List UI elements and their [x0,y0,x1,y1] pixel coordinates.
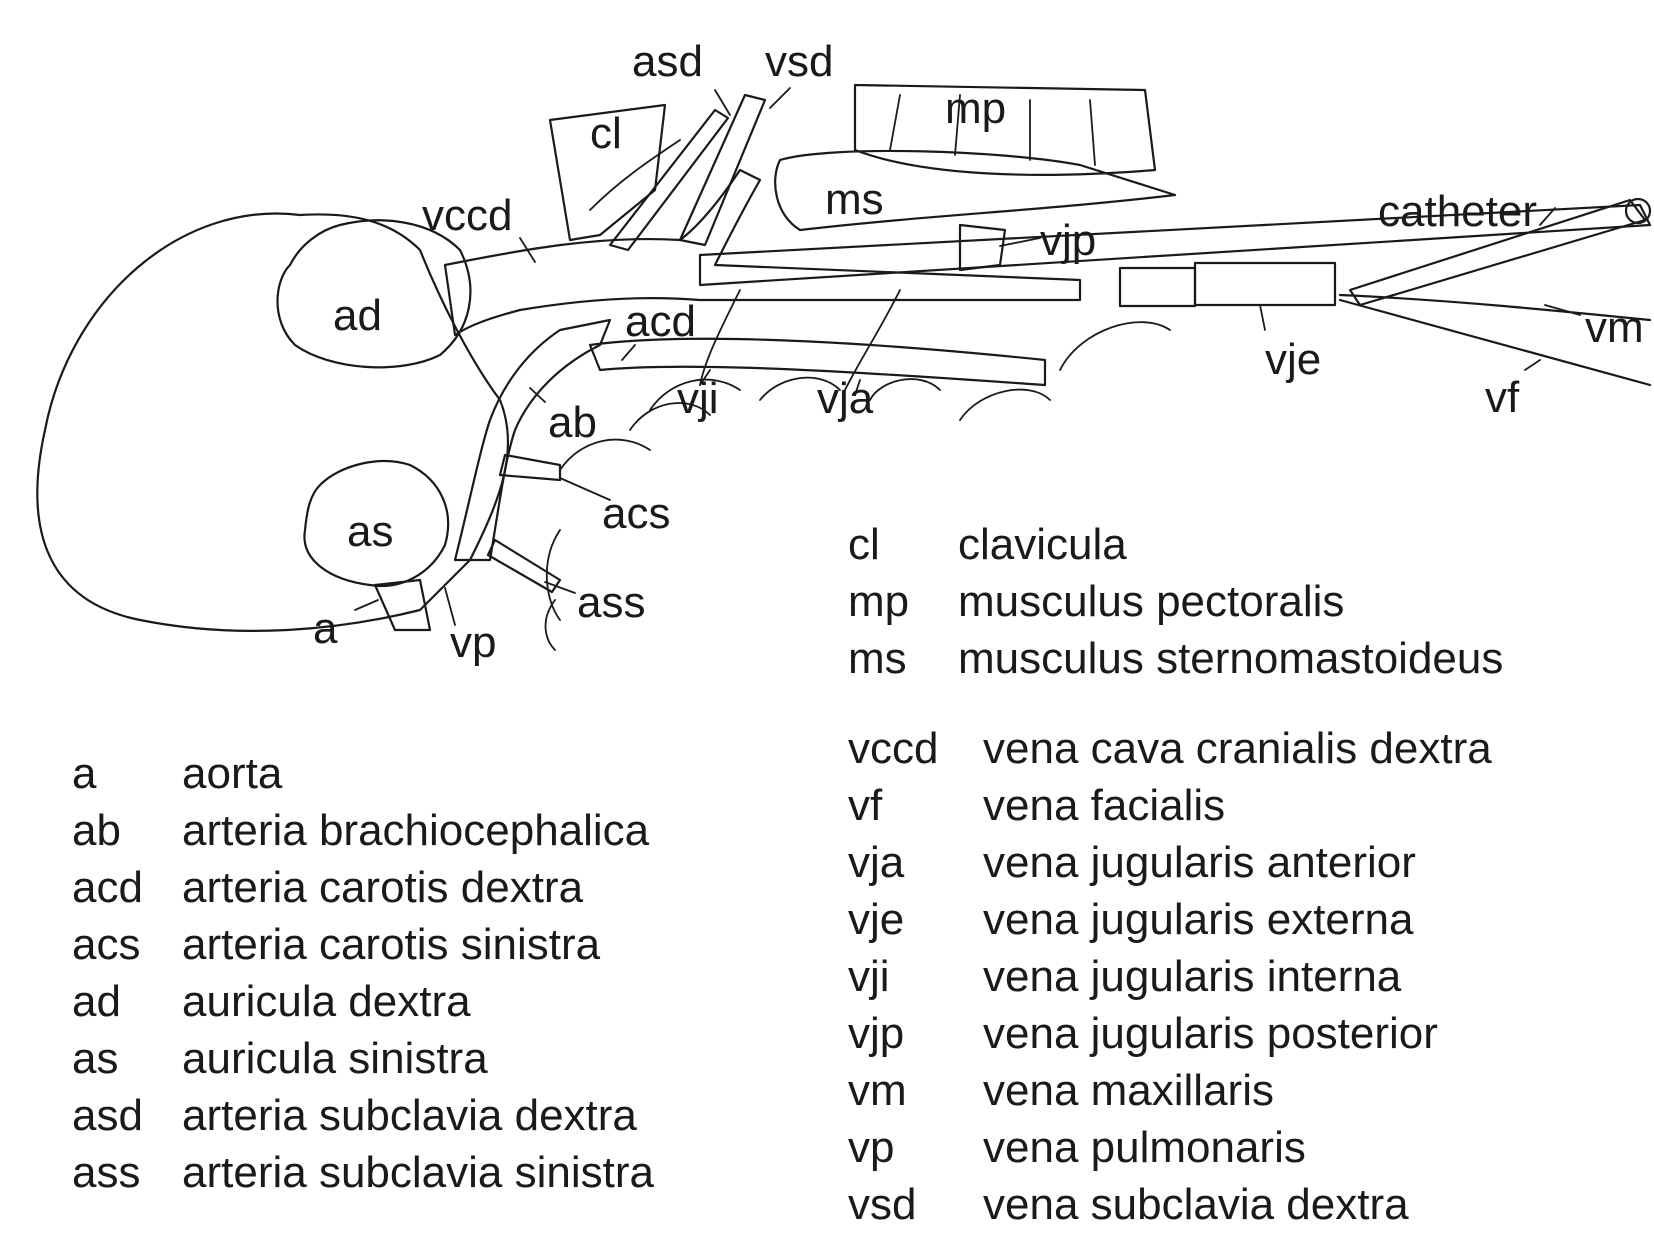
legend-abbr: ad [72,973,121,1030]
legend-name: vena jugularis externa [983,891,1413,948]
legend-name: arteria subclavia sinistra [182,1144,654,1201]
label-ab: ab [548,398,597,447]
label-vje: vje [1265,335,1321,384]
arteria-carotis-sinistra-shape [500,455,560,480]
legend-abbr: vsd [848,1176,916,1233]
legend-abbr: asd [72,1087,143,1144]
legend-name: arteria carotis dextra [182,859,583,916]
legend-name: vena subclavia dextra [983,1176,1409,1233]
legend-abbr: vja [848,834,904,891]
legend-abbr: mp [848,573,909,630]
legend-name: vena maxillaris [983,1062,1274,1119]
label-a: a [313,604,338,653]
legend-abbr: ab [72,802,121,859]
label-vji: vji [677,374,719,423]
legend-abbr: cl [848,516,880,573]
legend-abbr: acd [72,859,143,916]
label-acd: acd [625,297,696,346]
label-vja: vja [817,374,874,423]
label-catheter: catheter [1378,187,1537,236]
vena-subclavia-shape [680,95,765,245]
legend-abbr: vp [848,1119,894,1176]
legend-name: arteria carotis sinistra [182,916,600,973]
legend-abbr: ass [72,1144,140,1201]
legend-name: musculus sternomastoideus [958,630,1503,687]
legend-abbr: ms [848,630,907,687]
label-ass: ass [577,578,645,627]
legend-name: musculus pectoralis [958,573,1344,630]
legend-name: arteria brachiocephalica [182,802,649,859]
label-vp: vp [450,618,496,667]
legend-name: clavicula [958,516,1127,573]
legend-name: vena pulmonaris [983,1119,1306,1176]
legend-abbr: vje [848,891,904,948]
label-as: as [347,507,393,556]
label-mp: mp [945,84,1006,133]
legend-name: vena jugularis posterior [983,1005,1438,1062]
legend-name: arteria subclavia dextra [182,1087,637,1144]
label-acs: acs [602,489,670,538]
legend-abbr: vm [848,1062,907,1119]
legend-abbr: vji [848,948,890,1005]
label-vm: vm [1585,303,1644,352]
label-vccd: vccd [422,191,512,240]
label-vf: vf [1485,373,1520,422]
legend-abbr: as [72,1030,118,1087]
arteria-subclavia-shape [610,110,728,250]
vena-jugularis-interna-shape [700,290,740,385]
label-cl: cl [590,109,622,158]
legend-name: auricula dextra [182,973,471,1030]
legend-abbr: vjp [848,1005,904,1062]
legend-abbr: acs [72,916,140,973]
label-vsd: vsd [765,37,833,86]
legend-name: vena jugularis anterior [983,834,1416,891]
label-ad: ad [333,291,382,340]
legend-abbr: a [72,745,96,802]
legend-name: auricula sinistra [182,1030,488,1087]
heart-shape [37,214,508,631]
legend-name: aorta [182,745,282,802]
vena-jugularis-posterior-shape [960,225,1005,270]
label-ms: ms [825,175,884,224]
legend-name: vena cava cranialis dextra [983,720,1492,777]
legend-abbr: vf [848,777,882,834]
legend-name: vena facialis [983,777,1225,834]
aorta-shape [375,580,430,630]
label-asd: asd [632,37,703,86]
label-vjp: vjp [1040,216,1096,265]
legend-name: vena jugularis interna [983,948,1401,1005]
legend-abbr: vccd [848,720,938,777]
